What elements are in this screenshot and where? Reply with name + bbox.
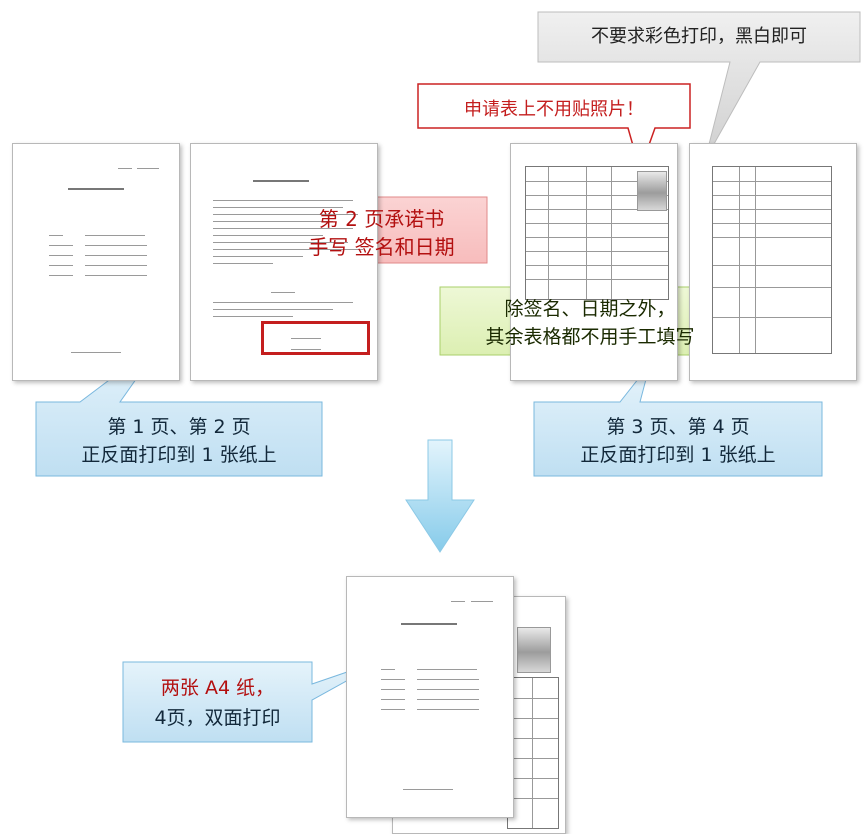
right-pair-callout-line2: 正反面打印到 1 张纸上	[580, 444, 776, 466]
result-callout-line2: 4页，双面打印	[154, 707, 281, 729]
left-pair-callout-shape	[35, 337, 323, 477]
result-callout-line1: 两张 A4 纸，	[160, 677, 275, 699]
green-callout-line2: 其余表格都不用手工填写	[485, 326, 695, 348]
down-arrow-icon	[405, 439, 475, 553]
right-pair-callout-shape	[533, 363, 823, 477]
left-pair-callout-line1: 第 1 页、第 2 页	[107, 416, 251, 438]
sign-callout-line1: 第 2 页承诺书	[318, 207, 445, 231]
stacked-page-front	[346, 576, 514, 818]
document-page-1	[12, 143, 180, 381]
grey-callout-shape	[537, 11, 861, 161]
left-pair-callout-line2: 正反面打印到 1 张纸上	[81, 444, 277, 466]
grey-callout-text: 不要求彩色打印，黑白即可	[591, 26, 807, 47]
photo-callout-text: 申请表上不用贴照片！	[464, 99, 644, 120]
green-callout-line1: 除签名、日期之外，	[504, 298, 676, 320]
document-page-2	[190, 143, 378, 381]
document-page-4	[689, 143, 857, 381]
photo-placeholder	[637, 171, 667, 211]
signature-highlight-box	[261, 321, 370, 355]
document-page-3	[510, 143, 678, 381]
right-pair-callout-line1: 第 3 页、第 4 页	[606, 416, 750, 438]
sign-callout-line2: 手写 签名和日期	[308, 235, 455, 259]
